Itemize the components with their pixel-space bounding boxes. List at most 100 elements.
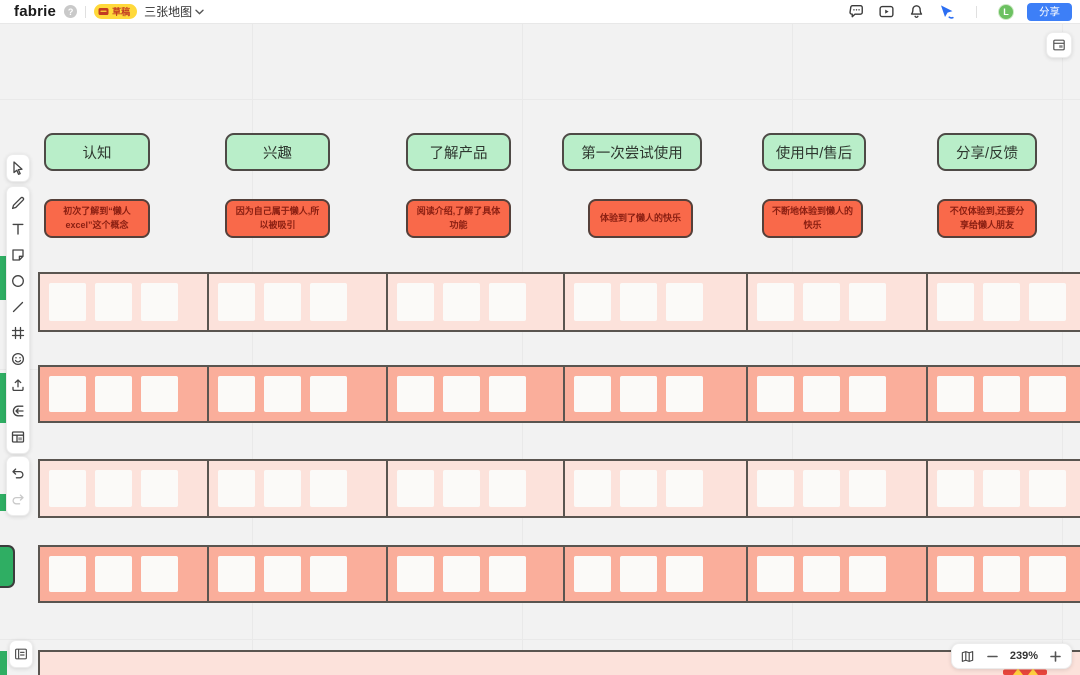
cursor-mode-icon[interactable] — [938, 3, 955, 20]
empty-note-placeholder[interactable] — [397, 470, 434, 507]
draft-status-badge[interactable]: 草稿 — [94, 4, 138, 19]
empty-note-placeholder[interactable] — [141, 556, 178, 592]
empty-note-placeholder[interactable] — [620, 376, 657, 412]
empty-note-placeholder[interactable] — [264, 376, 301, 412]
lane-cell[interactable] — [748, 461, 928, 516]
empty-note-placeholder[interactable] — [218, 283, 255, 321]
canvas-object-green[interactable] — [0, 494, 6, 511]
comments-icon[interactable] — [848, 3, 865, 20]
empty-note-placeholder[interactable] — [310, 470, 347, 507]
lane-cell[interactable] — [40, 367, 209, 421]
pen-icon[interactable] — [6, 190, 30, 216]
empty-note-placeholder[interactable] — [757, 376, 794, 412]
empty-note-placeholder[interactable] — [49, 470, 86, 507]
zoom-out-icon[interactable] — [985, 648, 1001, 664]
empty-note-placeholder[interactable] — [141, 283, 178, 321]
empty-note-placeholder[interactable] — [757, 556, 794, 592]
line-icon[interactable] — [6, 294, 30, 320]
journey-sticky-note[interactable]: 因为自己属于懒人,所以被吸引 — [225, 199, 330, 238]
empty-note-placeholder[interactable] — [49, 376, 86, 412]
empty-note-placeholder[interactable] — [849, 556, 886, 592]
journey-stage-header[interactable]: 了解产品 — [406, 133, 511, 171]
empty-note-placeholder[interactable] — [574, 376, 611, 412]
empty-note-placeholder[interactable] — [141, 470, 178, 507]
share-button[interactable]: 分享 — [1027, 2, 1072, 21]
empty-note-placeholder[interactable] — [803, 556, 840, 592]
lane-cell[interactable] — [209, 547, 388, 601]
journey-sticky-note[interactable]: 阅读介绍,了解了具体功能 — [406, 199, 511, 238]
lane-cell[interactable] — [388, 367, 565, 421]
canvas-object-green[interactable] — [0, 545, 15, 588]
empty-note-placeholder[interactable] — [937, 283, 974, 321]
empty-note-placeholder[interactable] — [757, 470, 794, 507]
journey-lane-row[interactable] — [38, 650, 1080, 675]
empty-note-placeholder[interactable] — [1029, 283, 1066, 321]
journey-stage-header[interactable]: 认知 — [44, 133, 150, 171]
empty-note-placeholder[interactable] — [574, 470, 611, 507]
empty-note-placeholder[interactable] — [666, 376, 703, 412]
empty-note-placeholder[interactable] — [397, 556, 434, 592]
lane-cell[interactable] — [928, 274, 1080, 330]
empty-note-placeholder[interactable] — [803, 470, 840, 507]
empty-note-placeholder[interactable] — [49, 556, 86, 592]
empty-note-placeholder[interactable] — [849, 470, 886, 507]
canvas[interactable]: 认知 兴趣 了解产品 第一次尝试使用 使用中/售后 分享/反馈 初次了解到“懒人… — [0, 24, 1080, 675]
journey-lane-row[interactable] — [38, 459, 1080, 518]
lane-cell[interactable] — [40, 547, 209, 601]
empty-note-placeholder[interactable] — [1029, 556, 1066, 592]
journey-stage-header[interactable]: 第一次尝试使用 — [562, 133, 702, 171]
empty-note-placeholder[interactable] — [443, 470, 480, 507]
empty-note-placeholder[interactable] — [937, 470, 974, 507]
empty-note-placeholder[interactable] — [983, 556, 1020, 592]
empty-note-placeholder[interactable] — [620, 556, 657, 592]
empty-note-placeholder[interactable] — [264, 283, 301, 321]
empty-note-placeholder[interactable] — [310, 376, 347, 412]
empty-note-placeholder[interactable] — [489, 283, 526, 321]
empty-note-placeholder[interactable] — [489, 556, 526, 592]
board-title[interactable]: 三张地图 — [144, 3, 204, 20]
empty-note-placeholder[interactable] — [218, 470, 255, 507]
empty-note-placeholder[interactable] — [264, 556, 301, 592]
journey-lane-row[interactable] — [38, 365, 1080, 423]
empty-note-placeholder[interactable] — [666, 556, 703, 592]
redo-icon[interactable] — [6, 486, 30, 512]
empty-note-placeholder[interactable] — [397, 283, 434, 321]
journey-sticky-note[interactable]: 初次了解到“懒人excel”这个概念 — [44, 199, 150, 238]
text-icon[interactable] — [6, 216, 30, 242]
empty-note-placeholder[interactable] — [983, 283, 1020, 321]
lane-cell[interactable] — [928, 367, 1080, 421]
empty-note-placeholder[interactable] — [264, 470, 301, 507]
lane-cell[interactable] — [40, 461, 209, 516]
lane-cell[interactable] — [928, 461, 1080, 516]
canvas-object-green[interactable] — [0, 373, 6, 423]
frame-icon[interactable] — [6, 320, 30, 346]
canvas-object-green[interactable] — [0, 256, 6, 300]
empty-note-placeholder[interactable] — [849, 376, 886, 412]
select-icon[interactable] — [7, 155, 29, 181]
lane-cell[interactable] — [928, 547, 1080, 601]
lane-cell[interactable] — [565, 367, 748, 421]
video-tutorial-icon[interactable] — [878, 3, 895, 20]
empty-note-placeholder[interactable] — [95, 556, 132, 592]
empty-note-placeholder[interactable] — [310, 556, 347, 592]
undo-icon[interactable] — [6, 460, 30, 486]
table-icon[interactable] — [6, 424, 30, 450]
empty-note-placeholder[interactable] — [95, 470, 132, 507]
empty-note-placeholder[interactable] — [983, 376, 1020, 412]
lane-cell[interactable] — [748, 367, 928, 421]
empty-note-placeholder[interactable] — [937, 376, 974, 412]
lane-cell[interactable] — [565, 274, 748, 330]
journey-lane-row[interactable] — [38, 272, 1080, 332]
journey-stage-header[interactable]: 兴趣 — [225, 133, 330, 171]
empty-note-placeholder[interactable] — [666, 470, 703, 507]
notifications-bell-icon[interactable] — [908, 3, 925, 20]
lane-cell[interactable] — [748, 274, 928, 330]
zoom-level[interactable]: 239% — [1009, 650, 1038, 662]
lane-cell[interactable] — [565, 547, 748, 601]
empty-note-placeholder[interactable] — [803, 283, 840, 321]
lane-cell[interactable] — [388, 547, 565, 601]
empty-note-placeholder[interactable] — [574, 556, 611, 592]
empty-note-placeholder[interactable] — [937, 556, 974, 592]
lane-cell[interactable] — [388, 461, 565, 516]
empty-note-placeholder[interactable] — [443, 556, 480, 592]
